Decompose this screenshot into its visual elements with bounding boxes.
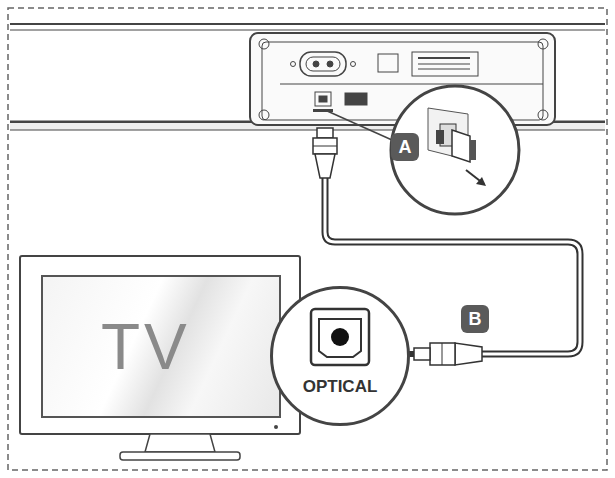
soundbar — [10, 24, 605, 130]
dashed-frame — [8, 8, 607, 470]
callout-letter-text: B — [469, 309, 482, 330]
optical-port-icon — [273, 289, 407, 423]
port-zoom-circle: OPTICAL — [270, 286, 410, 426]
callout-letter-text: A — [399, 137, 412, 158]
tv-label: TV — [43, 310, 191, 384]
cap-removal-callout — [325, 86, 519, 214]
callout-letter: A — [391, 133, 419, 161]
television — [20, 256, 300, 460]
port-label: OPTICAL — [273, 377, 407, 397]
tv-screen: TV — [41, 275, 281, 418]
callout-letter: B — [461, 305, 489, 333]
